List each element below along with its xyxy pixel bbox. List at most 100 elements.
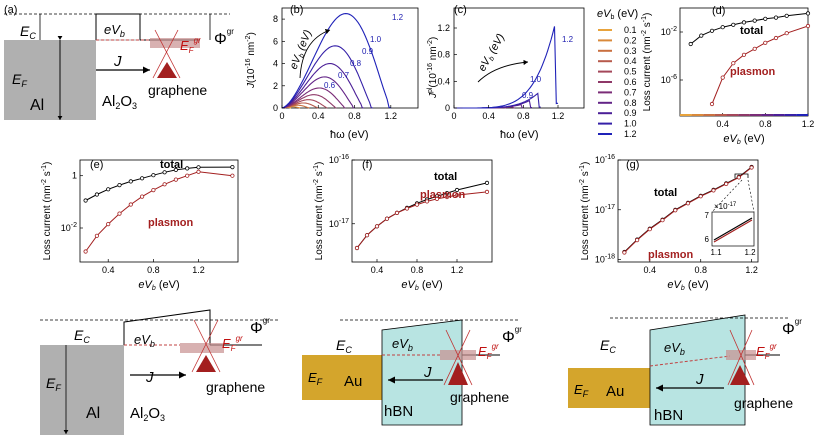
- xlabel-e: eVb (eV): [138, 279, 179, 292]
- ytick-label-f-10^-17: 10-17: [329, 218, 349, 229]
- data-point-f-plasmon: [454, 193, 460, 198]
- data-point-g-plasmon: [698, 194, 703, 199]
- ytick-label-c-0.8: 0.8: [437, 50, 450, 60]
- data-point-d-total: [720, 25, 725, 30]
- ytick-label-e-1: 1: [72, 171, 77, 181]
- graphene-dirac-cone-bottom-au1: [448, 362, 468, 385]
- panel-label-d: (d): [712, 5, 725, 17]
- xtick-label-c-0.8: 0.8: [517, 111, 530, 121]
- ylabel-d: Loss current (nm-2 s-1): [641, 13, 653, 112]
- xtick-label-e-1.2: 1.2: [192, 265, 205, 275]
- spectrum-curve-b-1.2: [281, 13, 391, 109]
- ec-label-bottom-au1: EC: [336, 337, 352, 355]
- plot-frame-e: [79, 159, 239, 263]
- data-point-e-total: [140, 176, 145, 181]
- plot-frame-f: [351, 159, 493, 263]
- inset-line-total: [713, 217, 753, 241]
- ec-label-bottom-au2: EC: [600, 337, 616, 355]
- efgr-label: EFgr: [180, 36, 201, 55]
- inset-line-plasmon: [713, 219, 753, 243]
- series-label-f-plasmon: plasmon: [420, 189, 466, 201]
- hbn-barrier-2: [649, 314, 746, 426]
- xlabel-c: ħω (eV): [500, 129, 539, 141]
- ytick-label-c-0.4: 0.4: [437, 76, 450, 86]
- legend-label-0.8: 0.8: [624, 98, 637, 108]
- current-j-label-bottom-au2: J: [695, 371, 704, 388]
- ef-label: EF: [12, 71, 27, 89]
- legend-label-0.5: 0.5: [624, 67, 637, 77]
- data-point-e-plasmon: [196, 169, 201, 174]
- ytick-label-c-1.2: 1.2: [437, 23, 450, 33]
- xlabel-g: eVb (eV): [667, 279, 708, 292]
- curve-label-c-1.2: 1.2: [562, 35, 574, 44]
- xtick-label-f-0.4: 0.4: [371, 265, 384, 275]
- xtick-label-b-0.8: 0.8: [348, 111, 361, 121]
- series-label-g-total: total: [654, 187, 677, 199]
- ef-label-bottom-au2: EF: [574, 382, 589, 399]
- data-point-f-total: [454, 187, 460, 193]
- data-point-f-plasmon: [394, 210, 400, 215]
- ylabel-b: J(10-16 nm-2): [245, 32, 257, 89]
- data-point-f-total: [484, 180, 490, 185]
- data-point-g-plasmon: [711, 188, 716, 193]
- legend-label-0.7: 0.7: [624, 87, 637, 97]
- ef-label-bottom-al: EF: [46, 375, 61, 393]
- panel-label-g: (g): [626, 159, 639, 171]
- efgr-label-bottom-au2: EFgr: [756, 342, 777, 361]
- data-point-f-plasmon: [424, 199, 430, 204]
- xtick-label-d-0.8: 0.8: [759, 119, 772, 129]
- data-point-d-total: [699, 33, 704, 38]
- graphene-dirac-cone-bottom-au2: [730, 365, 750, 385]
- data-point-e-total: [185, 166, 190, 171]
- data-point-e-total: [173, 167, 178, 172]
- data-point-f-total: [444, 191, 450, 196]
- plot-frame-c: [453, 7, 585, 109]
- efgr-label-bottom-al: EFgr: [222, 334, 243, 353]
- xtick-label-d-1.2: 1.2: [802, 119, 815, 129]
- data-point-e-total: [151, 173, 156, 178]
- inset-zoom-bracket: [734, 173, 749, 178]
- xtick-label-e-0.4: 0.4: [102, 265, 115, 275]
- evb-label-bottom-au2: eVb: [664, 340, 685, 357]
- data-point-d-total: [709, 28, 715, 33]
- graphene-fermi-band: [150, 38, 200, 48]
- xtick-label-c-0: 0: [451, 111, 456, 121]
- legend-label-1.2: 1.2: [624, 129, 637, 139]
- inset-connector-2: [747, 179, 755, 213]
- graphene-dirac-cone-bottom-al: [196, 355, 216, 372]
- ytick-label-b-0: 0: [273, 103, 278, 113]
- data-point-e-total: [94, 192, 100, 197]
- legend: eVb (eV) 0.10.20.30.40.50.60.70.80.91.01…: [597, 8, 638, 139]
- au-label-1: Au: [344, 373, 362, 390]
- xtick-label-g-1.2: 1.2: [745, 265, 758, 275]
- data-point-e-plasmon: [140, 194, 145, 199]
- current-j-label-bottom-al: J: [145, 369, 154, 386]
- data-point-e-total: [117, 183, 122, 188]
- xlabel-b: ħω (eV): [330, 129, 369, 141]
- data-point-f-plasmon: [414, 202, 420, 207]
- al2o3-label: Al2O3: [102, 93, 137, 111]
- al-metal-block: [4, 40, 96, 120]
- graphene-label: graphene: [148, 82, 207, 98]
- graphene-dirac-cone: [157, 62, 177, 78]
- spectrum-curve-c-1.2: [454, 26, 559, 109]
- data-point-g-plasmon: [724, 181, 729, 186]
- al-label: Al: [30, 97, 44, 114]
- series-label-e-total: total: [160, 159, 183, 171]
- data-point-g-plasmon: [673, 208, 678, 213]
- data-point-g-plasmon: [634, 238, 640, 243]
- data-point-d-total: [805, 11, 811, 16]
- spectrum-curve-b-1.0: [281, 45, 373, 109]
- ytick-label-g-10^-17: 10-17: [595, 204, 615, 215]
- plot-frame-g: [617, 159, 759, 263]
- data-point-e-plasmon: [230, 173, 235, 178]
- series-label-e-plasmon: plasmon: [148, 217, 194, 229]
- curve-label-b-1.2: 1.2: [392, 13, 404, 22]
- inset-xtick-1.1: 1.1: [710, 248, 722, 257]
- inset-ytick-7: 7: [705, 211, 710, 220]
- data-point-e-plasmon: [185, 173, 190, 178]
